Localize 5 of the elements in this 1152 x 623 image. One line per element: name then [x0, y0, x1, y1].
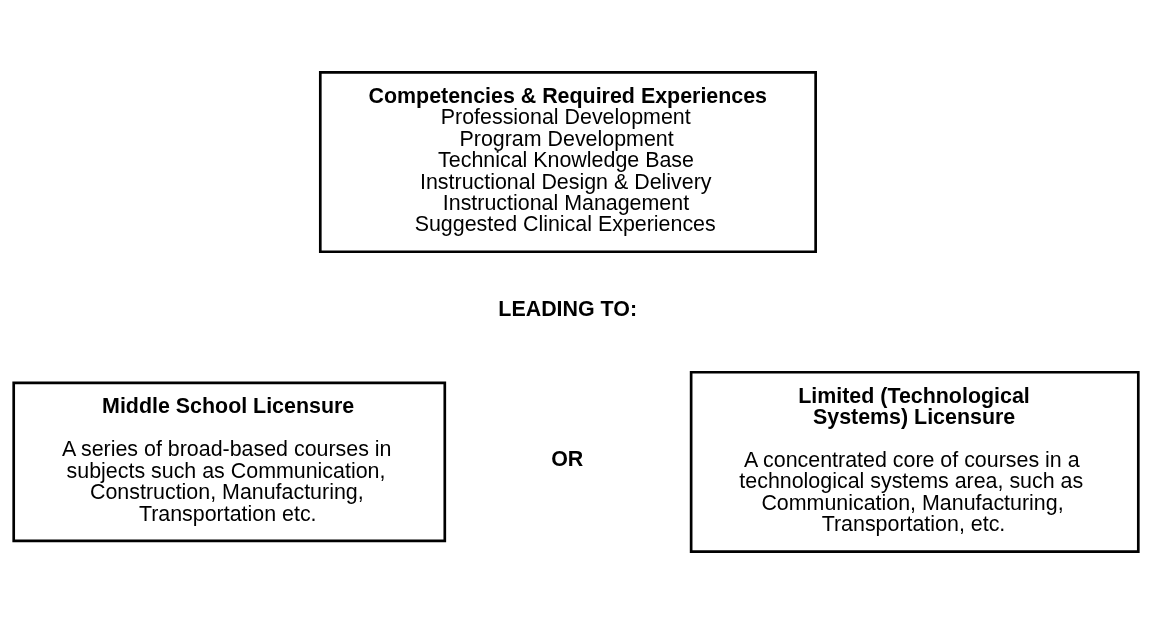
node-box: Competencies & Required Experiences Professional Development Program Development Technical Knowledge Base Instructional Design & Delivery Instructional Management Suggested Clinical Experiences	[318, 70, 817, 253]
label: OR	[551, 446, 584, 471]
node-box: Middle School Licensure A series of broad-based courses in subjects such as Communication, Construction, Manufacturing, Transportation etc.	[12, 381, 447, 542]
label: LEADING TO:	[498, 296, 638, 321]
node-box: Limited (Technological Systems) Licensure A concentrated core of courses in a technological systems area, such as Communication, Manufacturing, Transportation, etc.	[689, 370, 1140, 553]
